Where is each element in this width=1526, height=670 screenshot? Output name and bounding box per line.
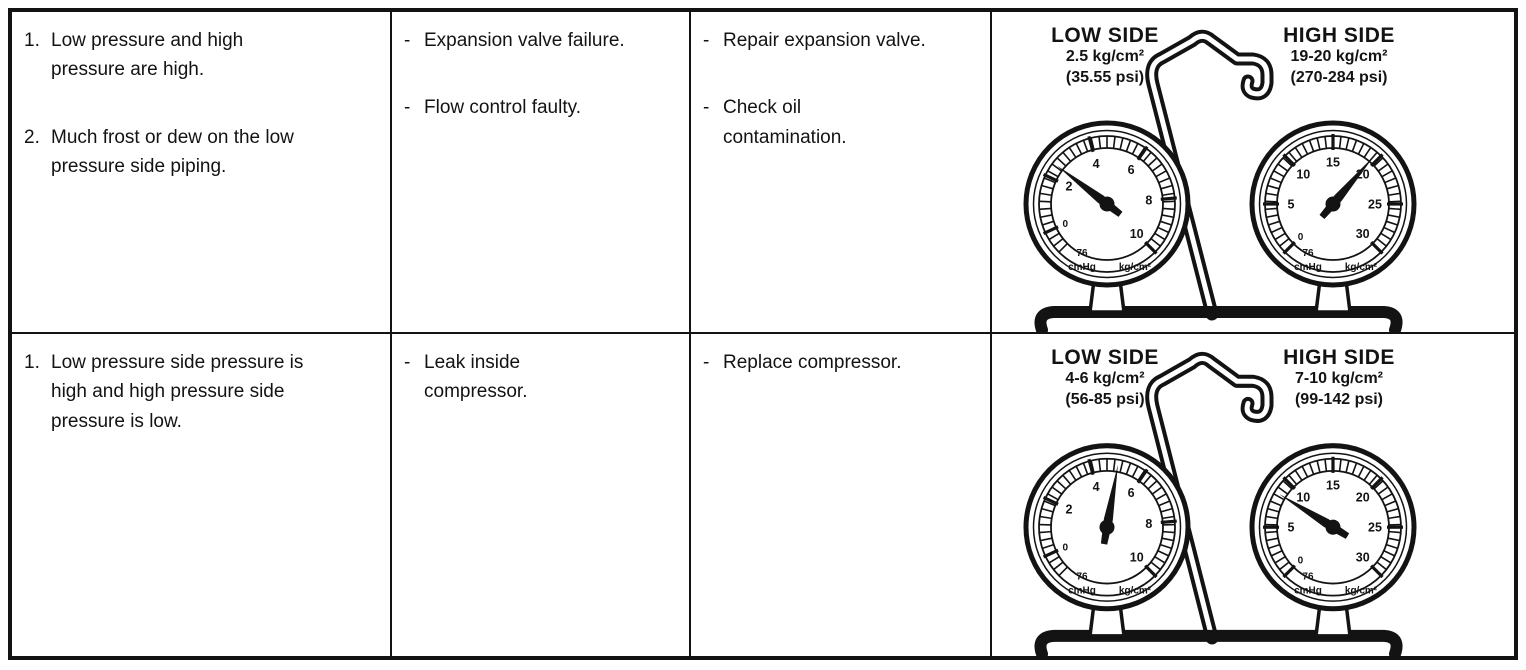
symptoms-cell-row1: 1. Low pressure and high pressure are hig… xyxy=(12,12,392,334)
dial-number: 2 xyxy=(1065,503,1072,517)
remedy-text: Repair expansion valve. xyxy=(723,30,926,51)
dial-number: 20 xyxy=(1356,491,1370,505)
dial-number: 6 xyxy=(1128,163,1135,177)
item-marker: 1. xyxy=(24,30,40,51)
vacuum-unit-label: cmHg xyxy=(1068,586,1096,597)
item-marker: - xyxy=(703,352,710,373)
vacuum-scale-label: 76 xyxy=(1076,572,1088,583)
dial-number: 2 xyxy=(1065,180,1072,194)
pressure-unit-label: kg/cm² xyxy=(1119,262,1152,273)
high-side-psi: (99-142 psi) xyxy=(1294,390,1384,408)
dial-number: 8 xyxy=(1145,517,1152,531)
gauge-needle xyxy=(1057,165,1123,217)
cause-item: -Expansion valve failure. xyxy=(404,26,681,55)
dial-number: 5 xyxy=(1288,521,1295,535)
item-marker: - xyxy=(703,30,710,51)
pressure-unit-label: kg/cm² xyxy=(1345,262,1378,273)
vacuum-scale-label: 76 xyxy=(1302,248,1314,259)
vacuum-unit-label: cmHg xyxy=(1068,262,1096,273)
symptom-text: Much frost or dew on the low pressure si… xyxy=(51,126,294,178)
remedies-cell-row2: -Replace compressor. xyxy=(691,334,992,656)
gauge-needle xyxy=(1279,494,1350,539)
remedy-item: -Check oil contamination. xyxy=(703,93,982,152)
cause-text: Flow control faulty. xyxy=(424,97,581,119)
item-marker: - xyxy=(404,30,411,51)
dial-number: 30 xyxy=(1356,550,1370,564)
causes-cell-row2: -Leak inside compressor. xyxy=(392,334,691,656)
low-side-psi: (56-85 psi) xyxy=(1065,390,1145,408)
low-side-block: LOW SIDE 4-6 kg/cm² (56-85 psi) xyxy=(1010,346,1200,411)
symptom-text: Low pressure side pressure is high and h… xyxy=(51,352,304,432)
remedy-text: Check oil contamination. xyxy=(723,97,847,148)
gauge-needle xyxy=(1099,464,1118,545)
manifold-bar xyxy=(1034,629,1403,656)
low-side-title: LOW SIDE xyxy=(1051,24,1159,47)
item-marker: - xyxy=(404,352,411,373)
high-side-title: HIGH SIDE xyxy=(1283,24,1395,47)
low-side-title: LOW SIDE xyxy=(1051,346,1159,369)
dial-number: 15 xyxy=(1326,478,1340,492)
dial-zero-label: 0 xyxy=(1063,542,1069,553)
low-side-pressure: 2.5 kg/cm² xyxy=(1065,48,1145,66)
remedies-cell-row1: -Repair expansion valve.-Check oil conta… xyxy=(691,12,992,334)
dial-number: 4 xyxy=(1093,480,1100,494)
symptoms-cell-row2: 1. Low pressure side pressure is high and… xyxy=(12,334,392,656)
cause-item: -Leak inside compressor. xyxy=(404,348,681,407)
dial-number: 25 xyxy=(1368,197,1382,211)
dial-number: 25 xyxy=(1368,521,1382,535)
symptom-item: 1. Low pressure side pressure is high and… xyxy=(24,348,382,436)
dial-number: 15 xyxy=(1326,155,1340,169)
gauge-diagram-cell-row2: 2 4 6 8 10 0 76 cmHg kg/cm² 5 10 15 20 25 30 0 76 cmHg kg/… xyxy=(992,334,1514,656)
symptom-item: 2. Much frost or dew on the low pressure … xyxy=(24,123,382,182)
vacuum-unit-label: cmHg xyxy=(1294,262,1322,273)
dial-number: 6 xyxy=(1128,486,1135,500)
dial-number: 30 xyxy=(1356,227,1370,241)
low-side-block: LOW SIDE 2.5 kg/cm² (35.55 psi) xyxy=(1010,24,1200,89)
gauge-needle xyxy=(1319,156,1374,220)
cause-item: -Flow control faulty. xyxy=(404,93,681,122)
item-marker: - xyxy=(404,97,411,119)
cause-text: Expansion valve failure. xyxy=(424,30,625,51)
dial-zero-label: 0 xyxy=(1298,232,1304,243)
dial-number: 5 xyxy=(1288,197,1295,211)
causes-cell-row1: -Expansion valve failure.-Flow control f… xyxy=(392,12,691,334)
item-marker: - xyxy=(703,97,710,119)
remedy-text: Replace compressor. xyxy=(723,352,902,373)
dial-number: 8 xyxy=(1145,194,1152,208)
dial-number: 4 xyxy=(1093,157,1100,171)
dial-number: 10 xyxy=(1296,168,1310,182)
remedy-item: -Replace compressor. xyxy=(703,348,982,377)
symptom-text: Low pressure and high pressure are high. xyxy=(51,30,244,81)
troubleshooting-table: 1. Low pressure and high pressure are hig… xyxy=(8,8,1518,660)
remedy-item: -Repair expansion valve. xyxy=(703,26,982,55)
item-marker: 1. xyxy=(24,352,40,373)
pressure-unit-label: kg/cm² xyxy=(1119,586,1152,597)
manifold-bar xyxy=(1034,306,1403,332)
item-marker: 2. xyxy=(24,126,40,148)
dial-number: 10 xyxy=(1130,550,1144,564)
high-side-block: HIGH SIDE 7-10 kg/cm² (99-142 psi) xyxy=(1244,346,1434,411)
manifold-gauge-diagram: 2 4 6 8 10 0 76 cmHg kg/cm² 5 10 15 20 25 30 0 76 cmHg kg/… xyxy=(1023,351,1417,656)
dial-zero-label: 0 xyxy=(1063,219,1069,230)
high-side-pressure: 7-10 kg/cm² xyxy=(1294,370,1384,388)
vacuum-scale-label: 76 xyxy=(1302,572,1314,583)
cause-text: Leak inside compressor. xyxy=(424,352,528,403)
vacuum-unit-label: cmHg xyxy=(1294,586,1322,597)
symptom-item: 1. Low pressure and high pressure are hig… xyxy=(24,26,382,85)
vacuum-scale-label: 76 xyxy=(1076,248,1088,259)
high-side-pressure: 19-20 kg/cm² xyxy=(1290,48,1388,66)
pressure-unit-label: kg/cm² xyxy=(1345,586,1378,597)
dial-number: 10 xyxy=(1296,491,1310,505)
high-side-block: HIGH SIDE 19-20 kg/cm² (270-284 psi) xyxy=(1244,24,1434,89)
low-side-pressure: 4-6 kg/cm² xyxy=(1065,370,1145,388)
dial-zero-label: 0 xyxy=(1298,555,1304,566)
low-side-psi: (35.55 psi) xyxy=(1065,68,1145,86)
high-side-title: HIGH SIDE xyxy=(1283,346,1395,369)
dial-number: 10 xyxy=(1130,227,1144,241)
high-side-psi: (270-284 psi) xyxy=(1290,68,1388,86)
